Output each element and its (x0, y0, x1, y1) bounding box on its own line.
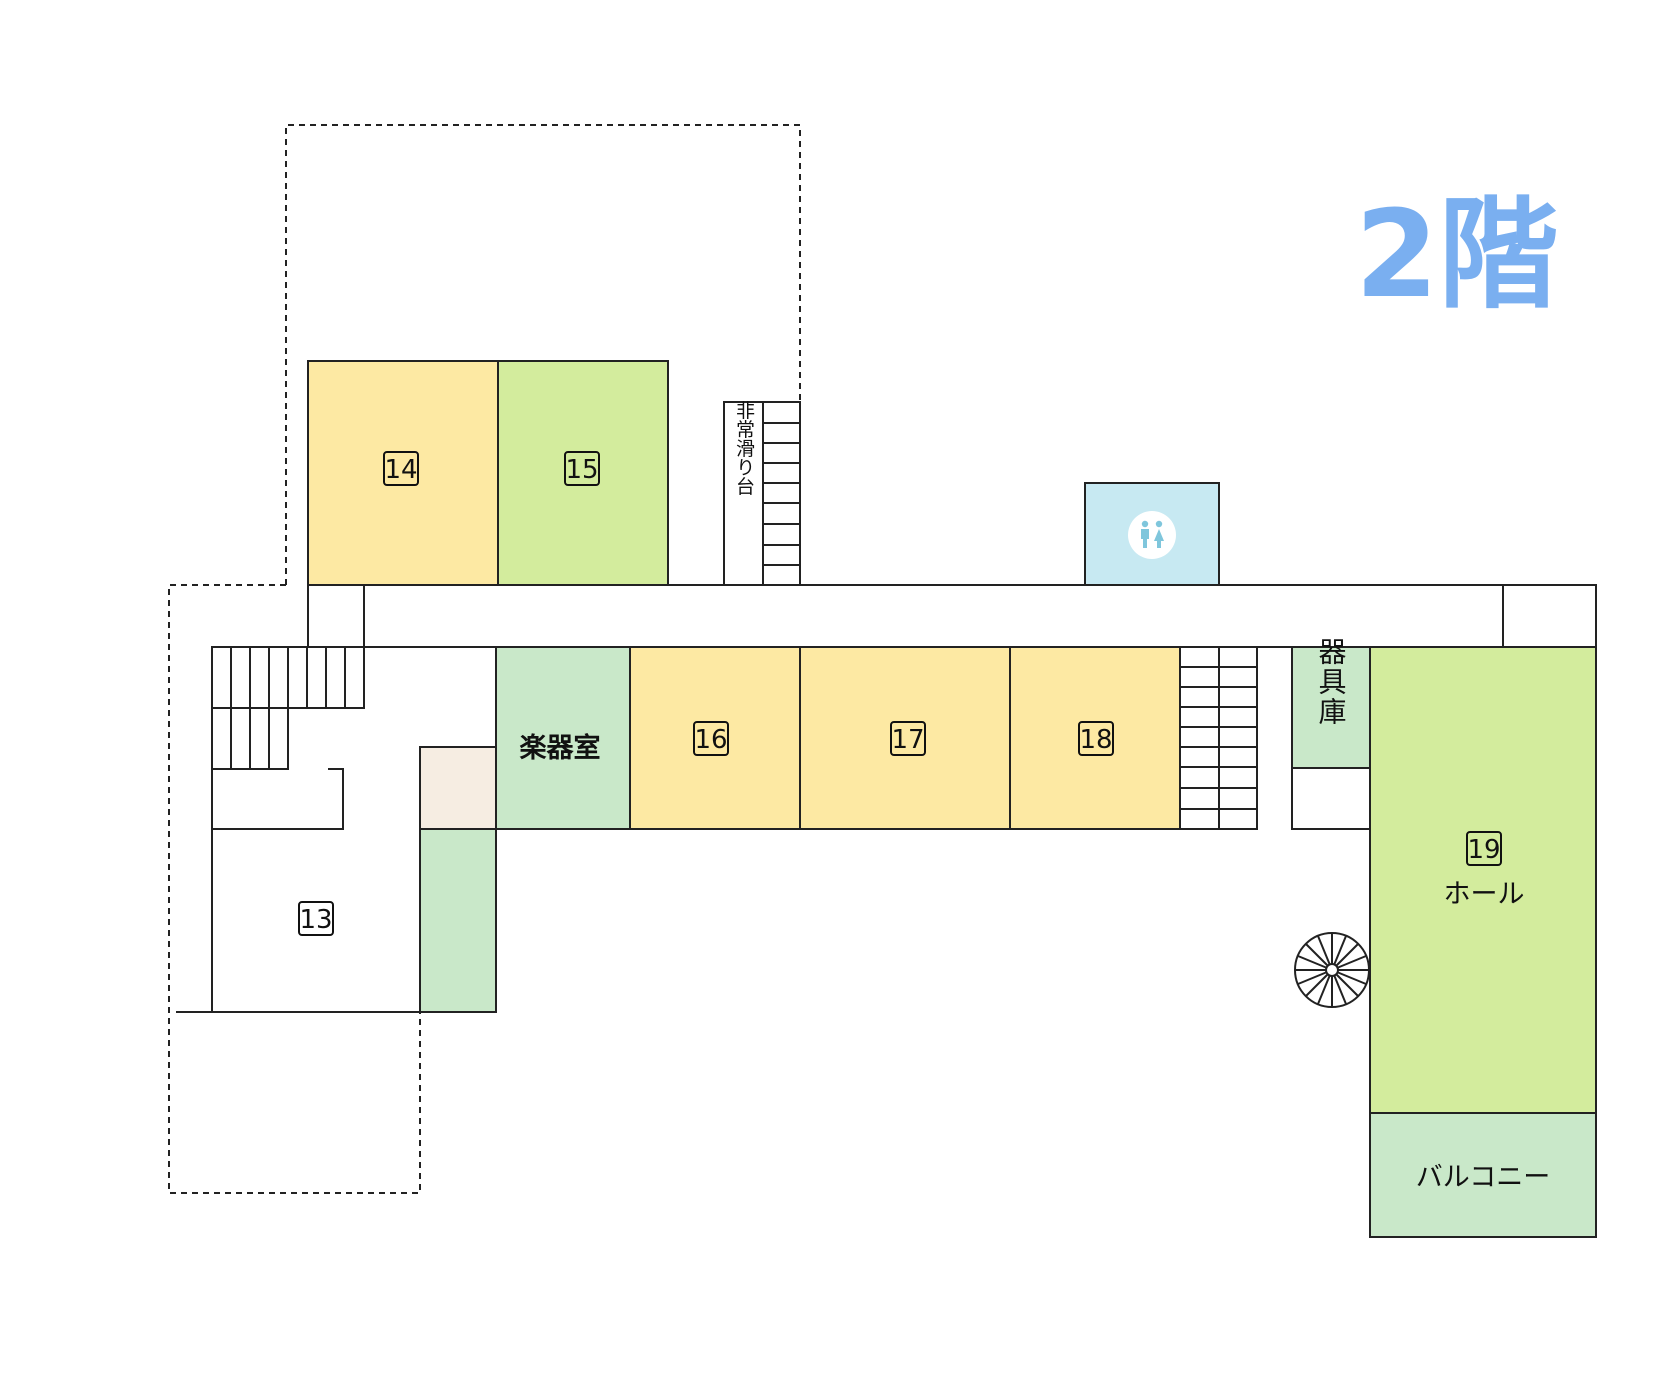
room-19-hall[interactable] (1369, 646, 1597, 1114)
restroom-icon (1128, 511, 1176, 559)
east-stairs-steps (1180, 647, 1257, 829)
room-18-number: 18 (1079, 725, 1112, 755)
small-room-nw (307, 584, 365, 648)
green-strip-room (419, 828, 497, 1013)
emergency-slide-label: 非常滑り台 (733, 400, 755, 495)
corridor-end-box (1502, 584, 1597, 648)
room-15-number: 15 (565, 455, 598, 485)
music-storage-label: 楽器室 (520, 732, 601, 764)
slide-stairs (762, 401, 801, 586)
room-16-number: 16 (694, 725, 727, 755)
room-17-badge: 17 (890, 721, 926, 756)
room-17[interactable] (799, 646, 1011, 830)
room-16-badge: 16 (693, 721, 729, 756)
slide-stair-steps (763, 422, 800, 566)
balcony[interactable] (1369, 1112, 1597, 1238)
room-15-badge: 15 (564, 451, 600, 486)
west-stairs-lower-steps (230, 708, 270, 769)
room-17-number: 17 (891, 725, 924, 755)
music-storage-room[interactable] (495, 646, 631, 830)
small-room-se (1291, 767, 1371, 830)
west-landing (211, 768, 344, 830)
room-19-badge: 19 (1466, 831, 1502, 866)
room-16[interactable] (629, 646, 801, 830)
room-14-number: 14 (384, 455, 417, 485)
room-18[interactable] (1009, 646, 1181, 830)
room-13-number: 13 (299, 905, 332, 935)
room-19-number: 19 (1467, 835, 1500, 865)
equipment-storage-label: 器具庫 (1315, 637, 1348, 727)
floor-title: 2階 (1355, 186, 1559, 325)
west-stairs-upper-steps (230, 647, 346, 708)
room-14[interactable] (307, 360, 499, 586)
corridor (307, 584, 1597, 648)
spiral-staircase (1294, 932, 1370, 1008)
dashed-outline-west (168, 584, 421, 1194)
room-13-badge: 13 (298, 901, 334, 936)
balcony-label: バルコニー (1416, 1162, 1550, 1193)
room-18-badge: 18 (1078, 721, 1114, 756)
room-14-badge: 14 (383, 451, 419, 486)
dashed-outline-north (285, 124, 801, 585)
hall-label: ホール (1444, 879, 1525, 910)
beige-room (419, 746, 497, 830)
room-15[interactable] (497, 360, 669, 586)
equipment-storage-room[interactable] (1291, 646, 1371, 769)
